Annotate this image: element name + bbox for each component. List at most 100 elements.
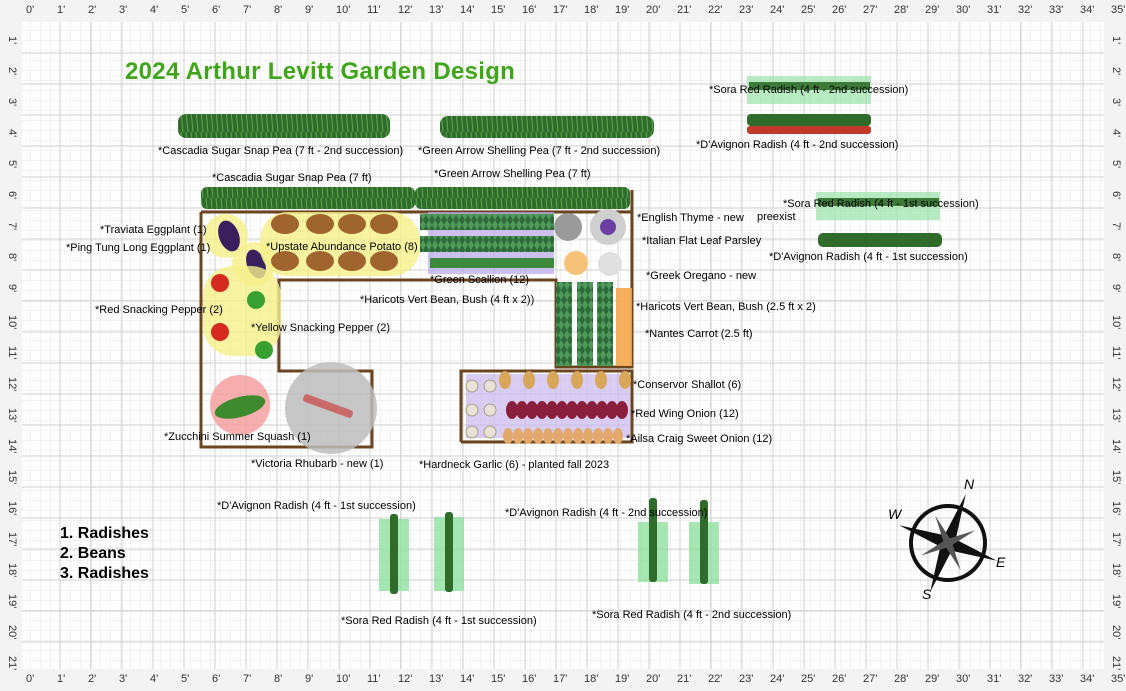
- bean-row-vert-3: [597, 282, 613, 366]
- label-oregano: *Greek Oregano - new: [646, 270, 757, 282]
- ruler-tick: 30': [956, 4, 971, 16]
- label-shallot: *Conservor Shallot (6): [633, 379, 742, 391]
- ruler-tick: 3': [119, 673, 128, 685]
- ruler-tick: 2': [1110, 67, 1122, 76]
- radish-row-low-2: [445, 512, 453, 592]
- oregano-plant: [564, 251, 588, 275]
- ruler-tick: 13': [1110, 408, 1122, 423]
- ruler-tick: 27': [863, 673, 878, 685]
- ruler-tick: 12': [6, 377, 18, 392]
- ruler-tick: 9': [305, 673, 314, 685]
- bean-row-haricots-1: [420, 214, 554, 230]
- ruler-tick: 2': [6, 67, 18, 76]
- radish-roots-davignon-top: [747, 126, 871, 134]
- legend-item: 2. Beans: [60, 545, 126, 562]
- compass-e: E: [996, 554, 1006, 570]
- ruler-tick: 8': [274, 4, 283, 16]
- ruler-tick: 7': [243, 673, 252, 685]
- ruler-tick: 10': [6, 315, 18, 330]
- pea-row-green-arrow-2nd: [440, 116, 654, 138]
- label-sora-low-2nd: *Sora Red Radish (4 ft - 2nd succession): [592, 609, 792, 621]
- ruler-tick: 35': [1111, 4, 1126, 16]
- label-cascadia: *Cascadia Sugar Snap Pea (7 ft): [212, 172, 372, 184]
- legend-item: 3. Radishes: [60, 565, 149, 582]
- label-carrot: *Nantes Carrot (2.5 ft): [645, 328, 753, 340]
- ruler-tick: 23': [739, 4, 754, 16]
- label-rhubarb: *Victoria Rhubarb - new (1): [251, 458, 384, 470]
- ruler-tick: 5': [181, 673, 190, 685]
- label-potato: *Upstate Abundance Potato (8): [266, 241, 418, 253]
- label-red-wing: *Red Wing Onion (12): [631, 408, 739, 420]
- ruler-tick: 2': [88, 4, 97, 16]
- ruler-tick: 11': [6, 346, 18, 360]
- ruler-right: [1104, 0, 1126, 691]
- ruler-tick: 30': [956, 673, 971, 685]
- ruler-tick: 0': [26, 673, 35, 685]
- label-green-arrow: *Green Arrow Shelling Pea (7 ft): [434, 168, 591, 180]
- ruler-tick: 18': [1110, 563, 1122, 578]
- ruler-tick: 31': [987, 4, 1002, 16]
- ruler-tick: 16': [1110, 501, 1122, 516]
- ruler-tick: 14': [6, 439, 18, 454]
- ruler-tick: 28': [894, 673, 909, 685]
- ruler-tick: 8': [274, 673, 283, 685]
- ruler-tick: 29': [925, 673, 940, 685]
- bean-row-vert-2: [577, 282, 593, 366]
- radish-row-davignon-top: [747, 114, 871, 126]
- ruler-tick: 25': [801, 4, 816, 16]
- ruler-tick: 7': [243, 4, 252, 16]
- ruler-tick: 14': [460, 4, 475, 16]
- ruler-tick: 12': [398, 4, 413, 16]
- carrot-row: [616, 288, 632, 366]
- ruler-tick: 22': [708, 4, 723, 16]
- label-red-pepper: *Red Snacking Pepper (2): [95, 304, 223, 316]
- ruler-tick: 32': [1018, 673, 1033, 685]
- bean-row-vert-1: [556, 282, 572, 366]
- label-ping-tung: *Ping Tung Long Eggplant (1): [66, 242, 211, 254]
- ruler-tick: 7': [1110, 222, 1122, 231]
- label-cascadia-2nd: *Cascadia Sugar Snap Pea (7 ft - 2nd suc…: [158, 145, 404, 157]
- pepper-yellow-1: [247, 291, 265, 309]
- radish-row-low-4: [700, 500, 708, 584]
- ruler-tick: 28': [894, 4, 909, 16]
- ruler-tick: 24': [770, 4, 785, 16]
- ruler-tick: 35': [1111, 673, 1126, 685]
- compass-w: W: [888, 506, 902, 522]
- ruler-tick: 19': [6, 594, 18, 609]
- ruler-tick: 27': [863, 4, 878, 16]
- eggplant-traviata: [218, 220, 240, 252]
- ruler-tick: 21': [1110, 656, 1122, 671]
- pepper-yellow-2: [255, 341, 273, 359]
- label-davignon-low-2nd: *D'Avignon Radish (4 ft - 2nd succession…: [505, 507, 708, 519]
- ruler-tick: 21': [6, 656, 18, 671]
- label-preexist: preexist: [757, 211, 796, 223]
- ruler-tick: 6': [212, 4, 221, 16]
- ruler-tick: 17': [553, 673, 568, 685]
- pea-row-cascadia: [201, 187, 415, 209]
- ruler-tick: 20': [646, 673, 661, 685]
- ruler-tick: 22': [708, 673, 723, 685]
- scallion-row: [430, 258, 554, 268]
- label-english-thyme: *English Thyme - new: [637, 212, 744, 224]
- ruler-tick: 13': [429, 673, 444, 685]
- ruler-tick: 10': [336, 673, 351, 685]
- radish-row-low-3: [649, 498, 657, 582]
- ruler-tick: 21': [677, 673, 692, 685]
- ruler-tick: 1': [6, 36, 18, 45]
- ruler-tick: 4': [1110, 129, 1122, 138]
- ruler-top: [0, 0, 1126, 22]
- ruler-tick: 18': [584, 4, 599, 16]
- label-sora-low-1st: *Sora Red Radish (4 ft - 1st succession): [341, 615, 537, 627]
- pea-row-cascadia-2nd: [178, 114, 390, 138]
- page-title: 2024 Arthur Levitt Garden Design: [125, 58, 516, 85]
- ruler-tick: 19': [615, 673, 630, 685]
- ruler-tick: 14': [460, 673, 475, 685]
- label-traviata: *Traviata Eggplant (1): [100, 224, 207, 236]
- radish-row-sora-right: [818, 198, 939, 206]
- ruler-tick: 5': [1110, 160, 1122, 169]
- radish-row-sora-top: [749, 82, 870, 90]
- ruler-tick: 18': [6, 563, 18, 578]
- label-davignon-right-1st: *D'Avignon Radish (4 ft - 1st succession…: [769, 251, 968, 263]
- ruler-tick: 33': [1049, 673, 1064, 685]
- ruler-tick: 4': [150, 4, 159, 16]
